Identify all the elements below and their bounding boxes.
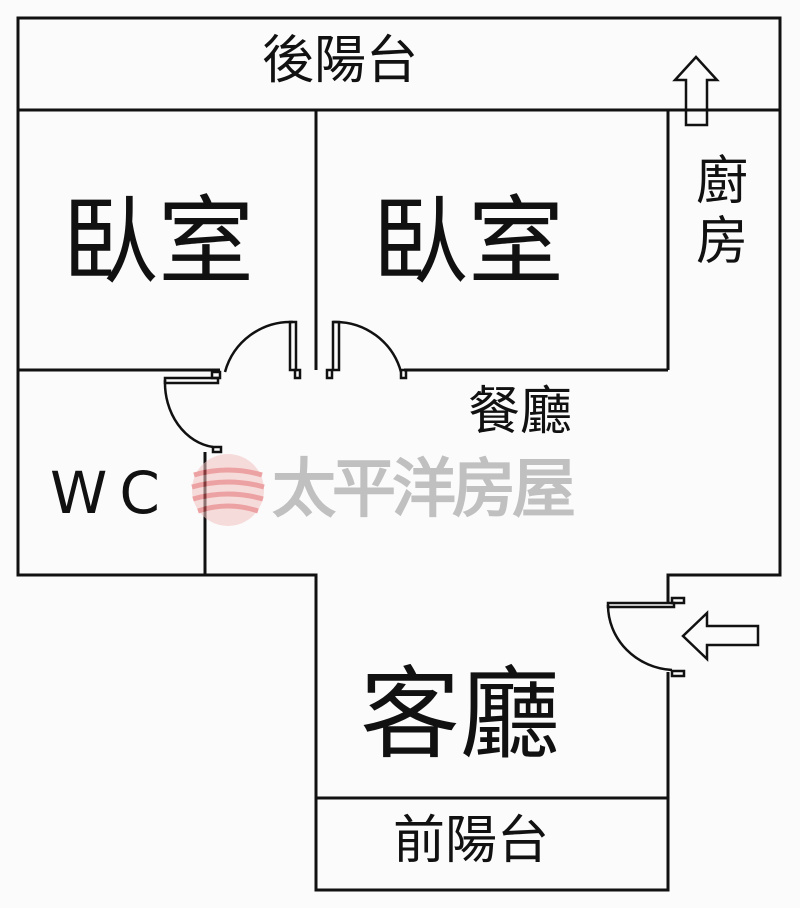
room-label-dining: 餐廳 xyxy=(468,382,573,442)
room-label-bedroom-1: 臥室 xyxy=(62,186,254,298)
door-jamb xyxy=(325,368,334,380)
outer-wall-left-bottom xyxy=(16,110,670,892)
wc-door-swing xyxy=(163,379,214,449)
brand-watermark: 太平洋房屋 xyxy=(272,452,576,527)
door-jamb xyxy=(293,368,302,380)
door-jamb xyxy=(399,368,408,380)
door-jamb xyxy=(211,445,223,454)
bedroom1-door-leaf xyxy=(288,320,298,372)
brand-logo-icon xyxy=(191,454,265,526)
outer-wall-right xyxy=(666,110,782,603)
room-label-front-balcony: 前陽台 xyxy=(393,811,550,871)
room-label-living: 客廳 xyxy=(360,656,560,773)
entrance-door-leaf xyxy=(606,601,676,609)
bedroom2-door-swing xyxy=(332,320,403,373)
rear-balcony-outline xyxy=(16,16,782,112)
room-label-kitchen: 廚房 xyxy=(696,152,749,272)
arrow-up-icon xyxy=(672,55,720,127)
bedroom1-door-swing xyxy=(223,320,294,373)
door-jamb xyxy=(210,370,222,380)
door-jamb xyxy=(670,669,686,678)
entrance-door-swing xyxy=(606,604,673,672)
bedroom2-door-leaf xyxy=(331,320,341,372)
door-jamb xyxy=(670,596,686,605)
room-label-bedroom-2: 臥室 xyxy=(372,186,564,298)
room-label-wc: WC xyxy=(50,459,172,527)
wc-door-leaf xyxy=(163,376,220,385)
arrow-left-icon xyxy=(681,610,760,662)
room-label-rear-balcony: 後陽台 xyxy=(262,31,419,91)
